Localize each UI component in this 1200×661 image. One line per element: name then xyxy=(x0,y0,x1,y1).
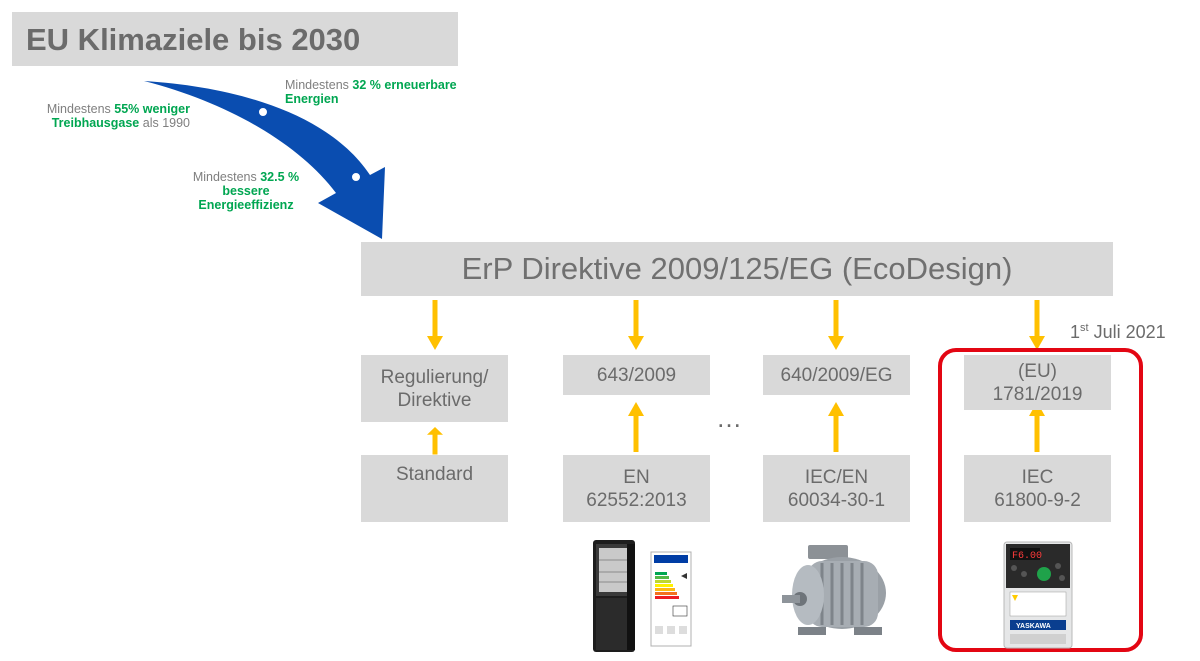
standard-box-3: IEC/EN 60034-30-1 xyxy=(763,455,910,522)
regulation-box-1: Regulierung/ Direktive xyxy=(361,355,508,422)
regulation-box-3: 640/2009/EG xyxy=(763,355,910,395)
curved-arrow-icon xyxy=(144,81,385,239)
goal-greenhouse: Mindestens 55% weniger Treibhausgase als… xyxy=(46,102,190,130)
arrow-down-2 xyxy=(628,300,644,350)
arrow-up-2 xyxy=(628,402,644,452)
standard-box-2: EN 62552:2013 xyxy=(563,455,710,522)
drive-image: F6.00 YASKAWA xyxy=(1003,541,1073,649)
goal-marker-2 xyxy=(350,171,362,183)
arrow-down-4 xyxy=(1029,300,1045,350)
arrow-up-1 xyxy=(427,427,443,455)
goal-efficiency: Mindestens 32.5 % bessere Energieeffizie… xyxy=(192,170,300,212)
regulation-box-2: 643/2009 xyxy=(563,355,710,395)
goal-marker-1 xyxy=(257,106,269,118)
directive-banner: ErP Direktive 2009/125/EG (EcoDesign) xyxy=(361,242,1113,296)
directive-label: ErP Direktive 2009/125/EG (EcoDesign) xyxy=(461,251,1013,286)
regulation-box-4: (EU) 1781/2019 xyxy=(964,355,1111,410)
arrow-down-3 xyxy=(828,300,844,350)
fridge-image xyxy=(593,540,692,652)
title-banner: EU Klimaziele bis 2030 xyxy=(12,12,458,66)
arrow-up-3 xyxy=(828,402,844,452)
motor-image xyxy=(782,545,886,635)
drive-display: F6.00 xyxy=(1012,551,1042,562)
run-button-icon xyxy=(1037,567,1051,581)
standard-box-4: IEC 61800-9-2 xyxy=(964,455,1111,522)
ellipsis: … xyxy=(716,403,744,433)
drive-brand: YASKAWA xyxy=(1016,623,1051,630)
standard-box-1: Standard xyxy=(361,455,508,522)
page-title: EU Klimaziele bis 2030 xyxy=(26,22,361,57)
goal-renewables: Mindestens 32 % erneuerbare Energien xyxy=(285,78,457,106)
highlight-frame xyxy=(938,348,1143,652)
arrow-down-1 xyxy=(427,300,443,350)
date-label: 1st Juli 2021 xyxy=(1070,322,1166,342)
